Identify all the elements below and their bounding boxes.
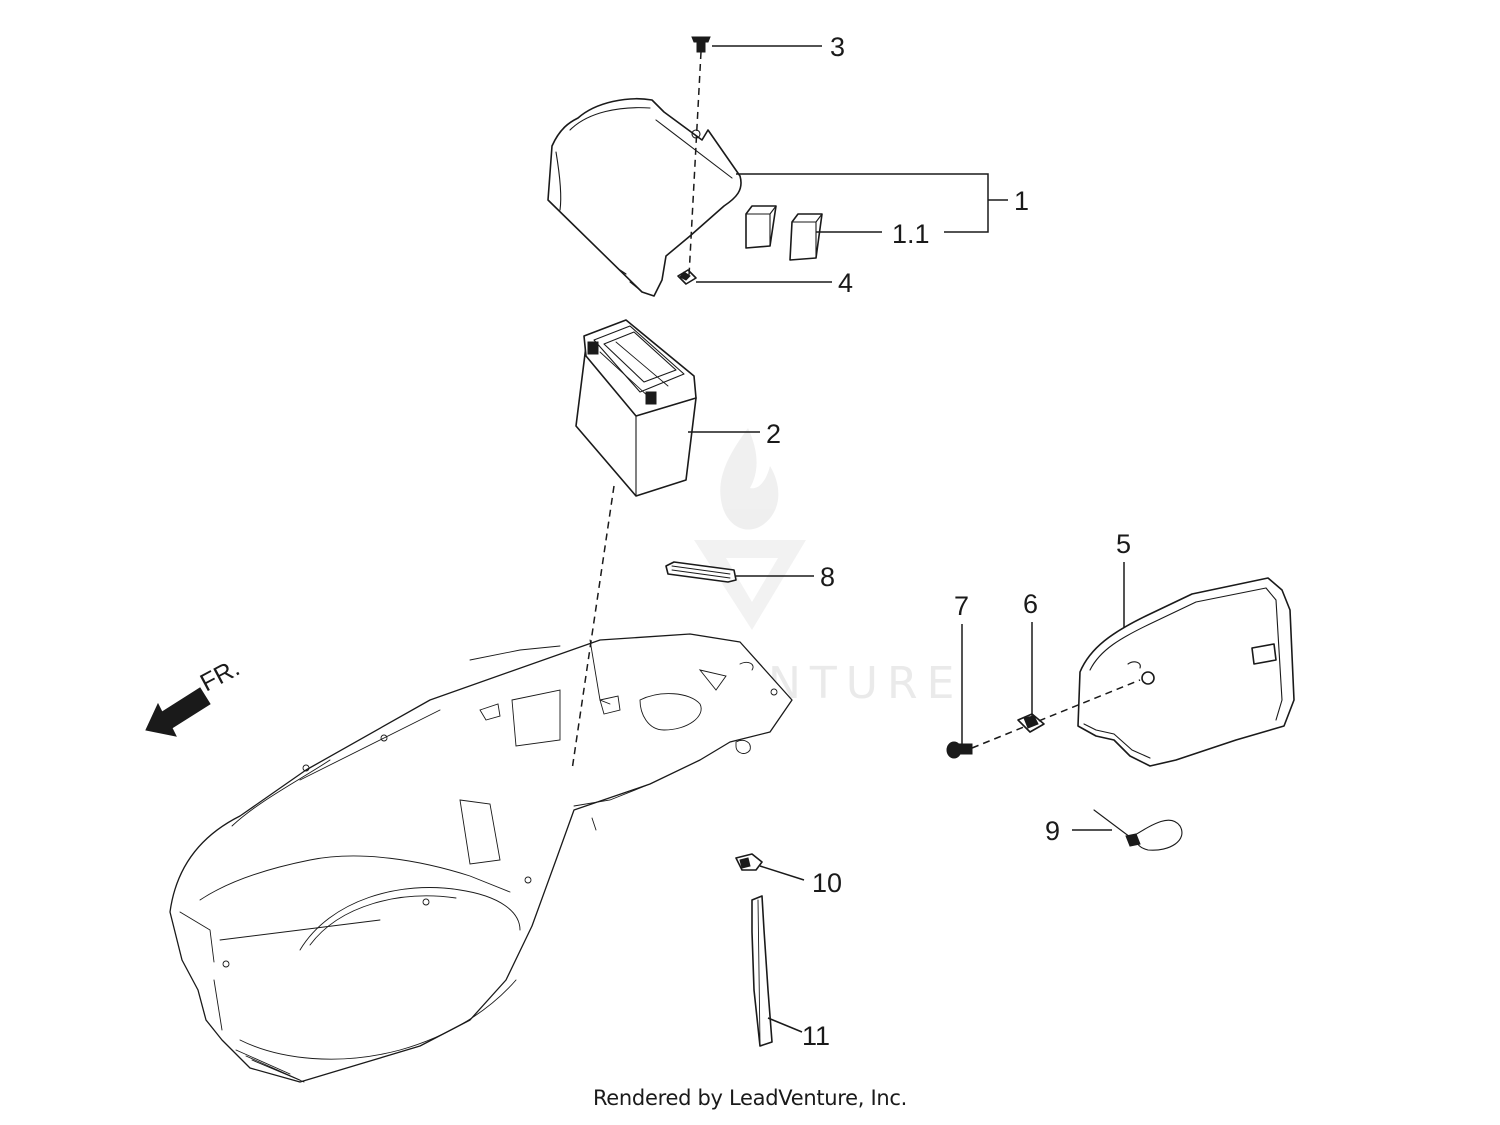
side-cover-part-5: [1077, 577, 1295, 767]
callout-10: 10: [812, 868, 842, 898]
hose-part-11: [751, 895, 773, 1047]
assembly-line-bolt: [971, 679, 1141, 749]
bolt-part-7: [946, 741, 973, 759]
callout-2: 2: [766, 419, 781, 449]
callout-1: 1: [1014, 186, 1029, 216]
callout-11: 11: [802, 1021, 830, 1051]
battery-cover-part-1: [547, 98, 742, 297]
callout-5: 5: [1116, 529, 1131, 559]
render-credit: Rendered by LeadVenture, Inc.: [592, 1086, 908, 1110]
battery-part-2: [575, 319, 697, 497]
nut-part-6: [1017, 713, 1045, 733]
front-direction-indicator: FR.: [145, 654, 245, 737]
callout-1-1: 1.1: [892, 219, 930, 249]
callout-9: 9: [1045, 816, 1060, 846]
assembly-line-screw: [688, 51, 702, 277]
leader-lines: [688, 45, 1125, 1033]
callout-4: 4: [838, 268, 853, 298]
front-direction-label: FR.: [196, 654, 245, 698]
clamp-part-10: [735, 853, 763, 871]
cable-tie-part-9: [1093, 809, 1183, 851]
callout-3: 3: [830, 32, 845, 62]
callout-8: 8: [820, 562, 835, 592]
front-arrow-icon: [145, 687, 211, 737]
screw-part-3: [691, 36, 711, 53]
clip-nut-part-4: [677, 269, 697, 285]
rubber-pad-part-8: [665, 561, 737, 583]
callout-6: 6: [1023, 589, 1038, 619]
callout-7: 7: [954, 591, 969, 621]
under-body-frame: [169, 633, 793, 1083]
foam-pad-part-1-1: [745, 205, 823, 261]
